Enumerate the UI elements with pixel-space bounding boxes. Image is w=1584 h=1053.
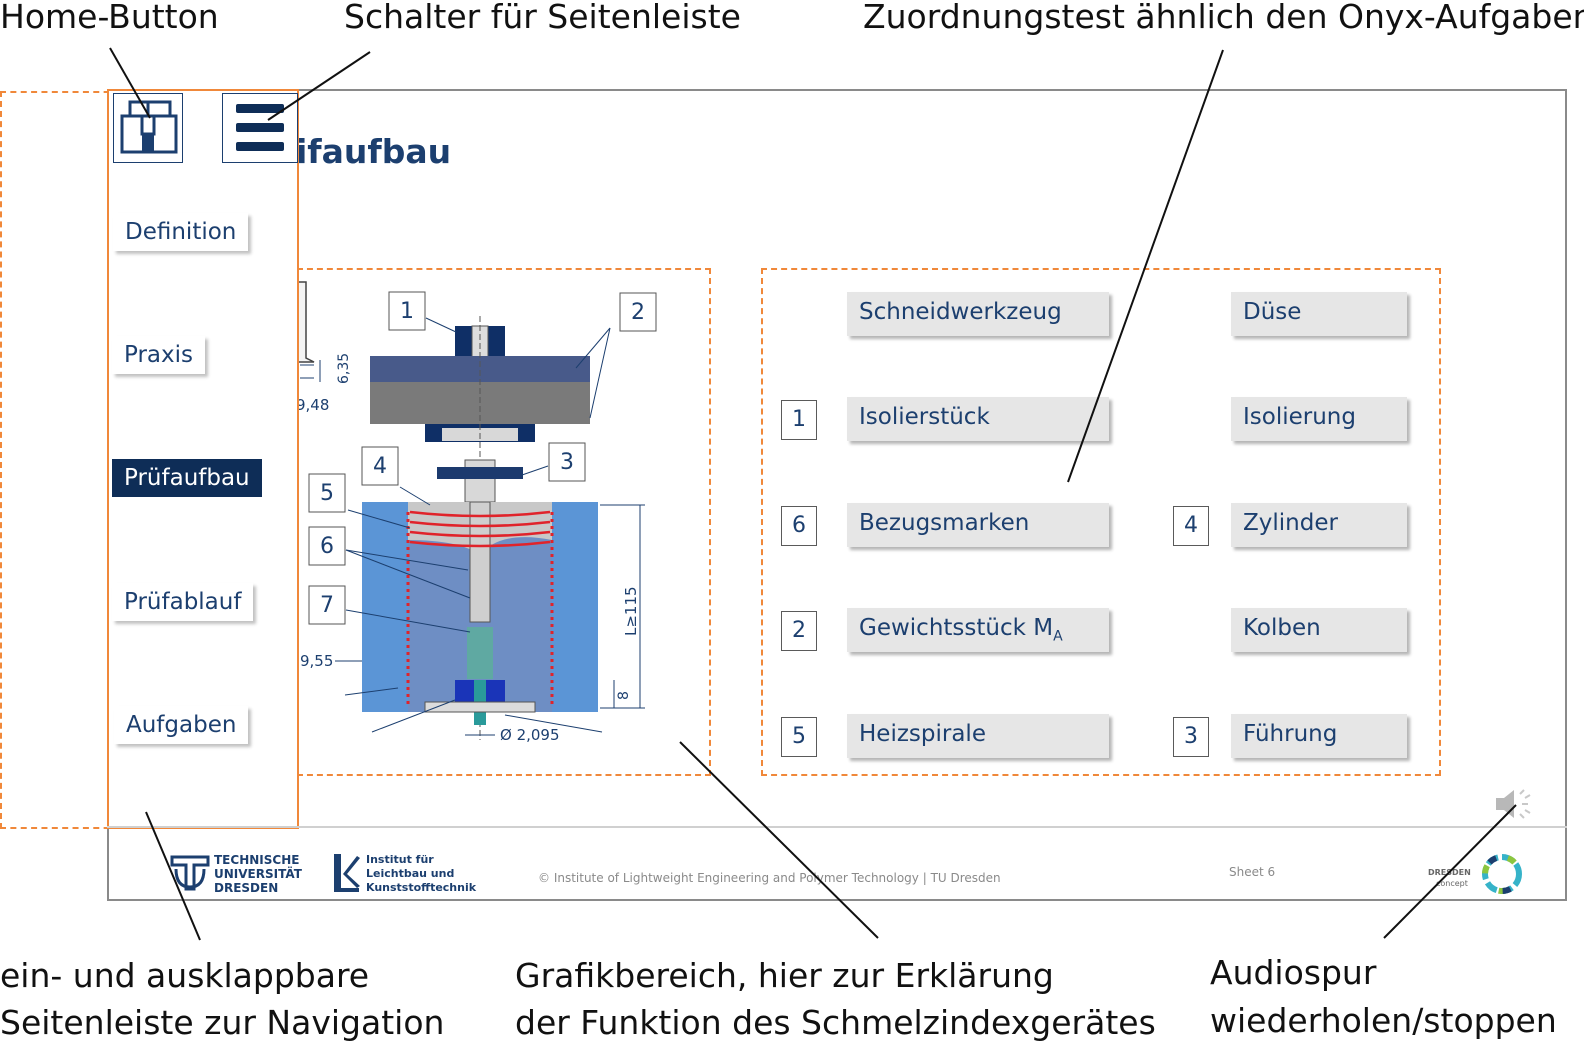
tu-logo-line2: UNIVERSITÄT <box>214 867 302 881</box>
ilk-logo-line3: Kunststofftechnik <box>366 881 477 894</box>
annotation-graphic-line2: der Funktion des Schmelzindexgerätes <box>515 1003 1156 1042</box>
definition-tile[interactable]: Düse <box>1231 292 1407 336</box>
sidebar-item-aufgaben[interactable]: Aufgaben <box>114 706 249 744</box>
footer-sheet-number: Sheet 6 <box>1229 865 1276 879</box>
ilk-logo-line1: Institut für <box>366 853 434 866</box>
definition-number-box[interactable]: 3 <box>1173 717 1209 757</box>
home-button[interactable] <box>113 93 183 163</box>
annotation-audio-line1: Audiospur <box>1210 953 1377 992</box>
figure-callout-5: 5 <box>320 481 334 506</box>
figure-callout-1: 1 <box>400 299 414 324</box>
page-title: ifaufbau <box>296 132 452 171</box>
dim-d2095: Ø 2,095 <box>500 726 560 744</box>
definition-tile[interactable]: Zylinder <box>1231 503 1407 547</box>
footer-divider <box>107 826 1567 828</box>
graphic-area <box>297 268 711 776</box>
annotation-sidebar-toggle: Schalter für Seitenleiste <box>344 0 741 36</box>
sidebar-item-definition[interactable]: Definition <box>113 213 249 251</box>
term-tile[interactable]: Gewichtsstück MA <box>847 608 1109 652</box>
tu-logo-line1: TECHNISCHE <box>214 853 300 867</box>
annotation-graphic-line1: Grafikbereich, hier zur Erklärung <box>515 956 1054 995</box>
term-tile[interactable]: Bezugsmarken <box>847 503 1109 547</box>
annotation-sidebar-line2: Seitenleiste zur Navigation <box>0 1003 445 1042</box>
dresden-concept-logo-icon <box>1480 852 1524 896</box>
term-tile[interactable]: Heizspirale <box>847 714 1109 758</box>
dim-9-55: 9,55 <box>300 652 333 670</box>
sidebar-item-pruefaufbau[interactable]: Prüfaufbau <box>112 459 262 497</box>
term-number-box[interactable]: 2 <box>781 611 817 651</box>
term-number-box[interactable]: 6 <box>781 506 817 546</box>
dim-8: 8 <box>616 691 632 700</box>
sidebar-item-praxis[interactable]: Praxis <box>112 336 205 374</box>
figure-callout-4: 4 <box>373 454 387 479</box>
tu-logo-line3: DRESDEN <box>214 881 279 895</box>
figure-callout-3: 3 <box>560 450 574 475</box>
concept-logo-line1: DRESDEN <box>1428 868 1471 877</box>
audio-replay-stop-button[interactable] <box>1492 784 1538 824</box>
annotation-matching-test: Zuordnungstest ähnlich den Onyx-Aufgaben <box>863 0 1584 36</box>
navigation-sidebar: Definition Praxis Prüfaufbau Prüfablauf … <box>107 89 299 829</box>
speaker-icon <box>1496 789 1531 819</box>
dim-l115: L≥115 <box>622 586 640 636</box>
ilk-logo-icon <box>331 852 361 894</box>
home-icon <box>120 100 178 154</box>
ilk-logo-line2: Leichtbau und <box>366 867 455 880</box>
concept-logo-line2: concept <box>1436 879 1468 888</box>
annotation-home-button: Home-Button <box>0 0 219 36</box>
term-number-box[interactable]: 5 <box>781 717 817 757</box>
tu-dresden-logo-icon <box>170 853 210 893</box>
definition-number-box[interactable]: 4 <box>1173 506 1209 546</box>
annotation-audio-line2: wiederholen/stoppen <box>1210 1001 1557 1040</box>
sidebar-toggle-button[interactable] <box>222 93 298 163</box>
melt-indexer-diagram: 6,35 9,48 9,55 L≥115 8 Ø 2,095 1 2 3 4 5… <box>296 281 657 744</box>
term-tile[interactable]: Schneidwerkzeug <box>847 292 1109 336</box>
definition-tile[interactable]: Isolierung <box>1231 397 1407 441</box>
term-tile[interactable]: Isolierstück <box>847 397 1109 441</box>
figure-callout-6: 6 <box>320 534 334 559</box>
figure-callout-2: 2 <box>631 300 645 325</box>
footer-copyright: © Institute of Lightweight Engineering a… <box>538 871 1001 885</box>
sidebar-collapse-area <box>0 91 120 829</box>
term-number-box[interactable]: 1 <box>781 400 817 440</box>
figure-callout-7: 7 <box>320 593 334 618</box>
definition-tile[interactable]: Führung <box>1231 714 1407 758</box>
definition-tile[interactable]: Kolben <box>1231 608 1407 652</box>
hamburger-menu-icon <box>236 104 284 151</box>
dim-9-48: 9,48 <box>296 396 329 414</box>
dim-6-35: 6,35 <box>336 353 352 384</box>
annotation-sidebar-line1: ein- und ausklappbare <box>0 956 370 995</box>
sidebar-item-pruefablauf[interactable]: Prüfablauf <box>112 583 254 621</box>
